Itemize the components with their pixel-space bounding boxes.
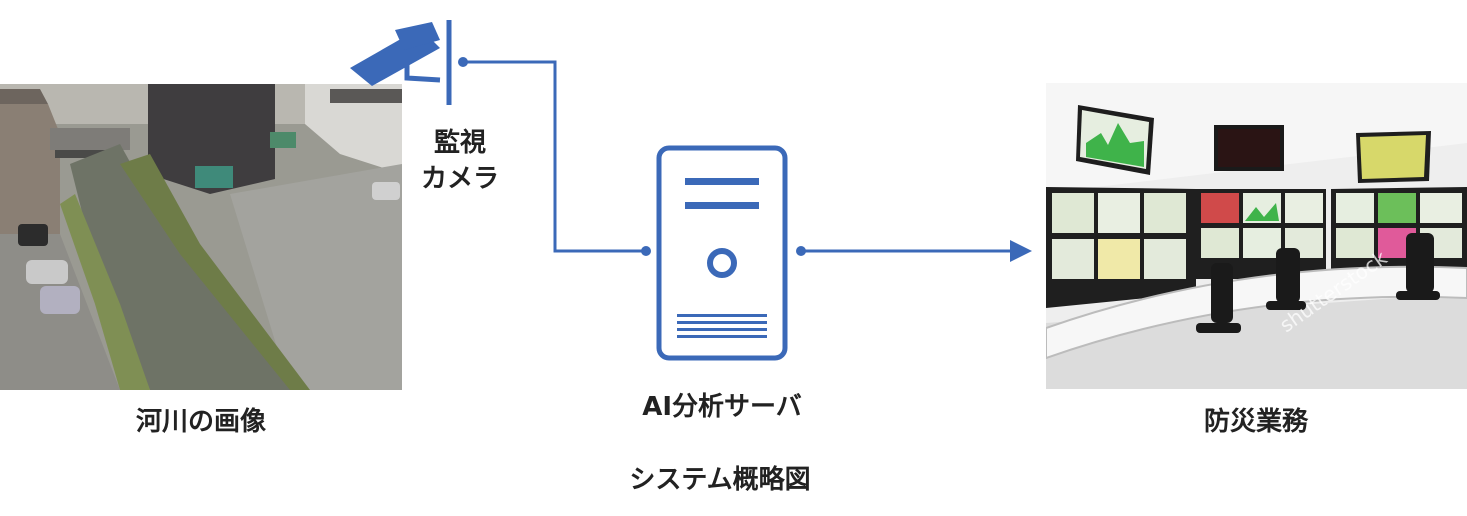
disaster-work-label: 防災業務 (1203, 407, 1308, 437)
river-photo (0, 76, 402, 390)
server-icon (656, 145, 788, 361)
arrowhead-icon (1010, 240, 1032, 262)
camera-icon (350, 20, 468, 105)
river-image-label: 河川の画像 (135, 407, 266, 437)
diagram-caption: システム概略図 (629, 465, 811, 495)
server-label: AI分析サーバ (642, 392, 802, 422)
camera-label-line-2: カメラ (420, 164, 499, 194)
camera-label-line-1: 監視 (433, 128, 486, 158)
control-room-photo: shutterstock (1045, 83, 1467, 389)
camera-to-server-connector (463, 60, 648, 253)
